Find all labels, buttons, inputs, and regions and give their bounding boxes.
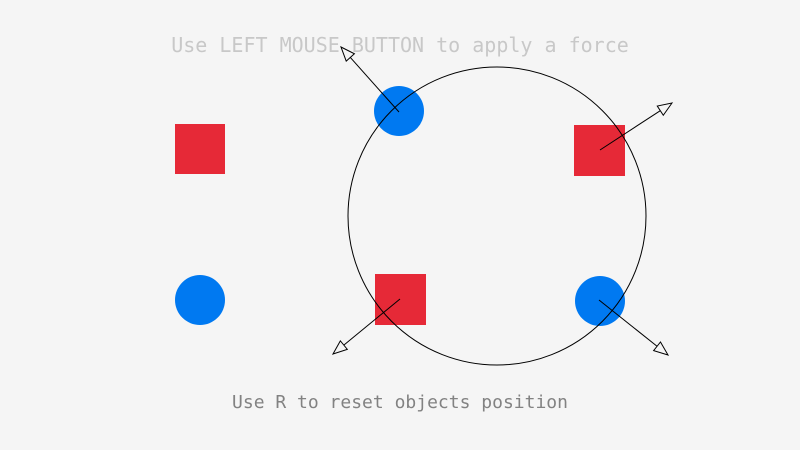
blue-ball-top[interactable]	[374, 86, 424, 136]
red-square-right[interactable]	[574, 125, 625, 176]
red-square-bottom[interactable]	[375, 274, 426, 325]
instruction-apply-force: Use LEFT MOUSE BUTTON to apply a force	[171, 33, 629, 57]
force-arrow-ball-right-line	[598, 299, 658, 347]
instruction-reset: Use R to reset objects position	[232, 392, 568, 413]
force-arrow-ball-right-head	[652, 341, 670, 356]
force-arrow-square-bottom-line	[343, 298, 401, 346]
force-arrow-square-bottom-head	[331, 339, 349, 355]
force-arrow-ball-top-line	[349, 57, 400, 113]
force-arrow-ball-top-head	[340, 45, 356, 62]
red-square-left[interactable]	[175, 124, 225, 174]
blue-ball-left[interactable]	[175, 275, 225, 325]
boundary-circle	[347, 66, 647, 366]
force-arrow-square-right-line	[599, 110, 661, 151]
force-arrow-square-right-head	[656, 102, 674, 117]
